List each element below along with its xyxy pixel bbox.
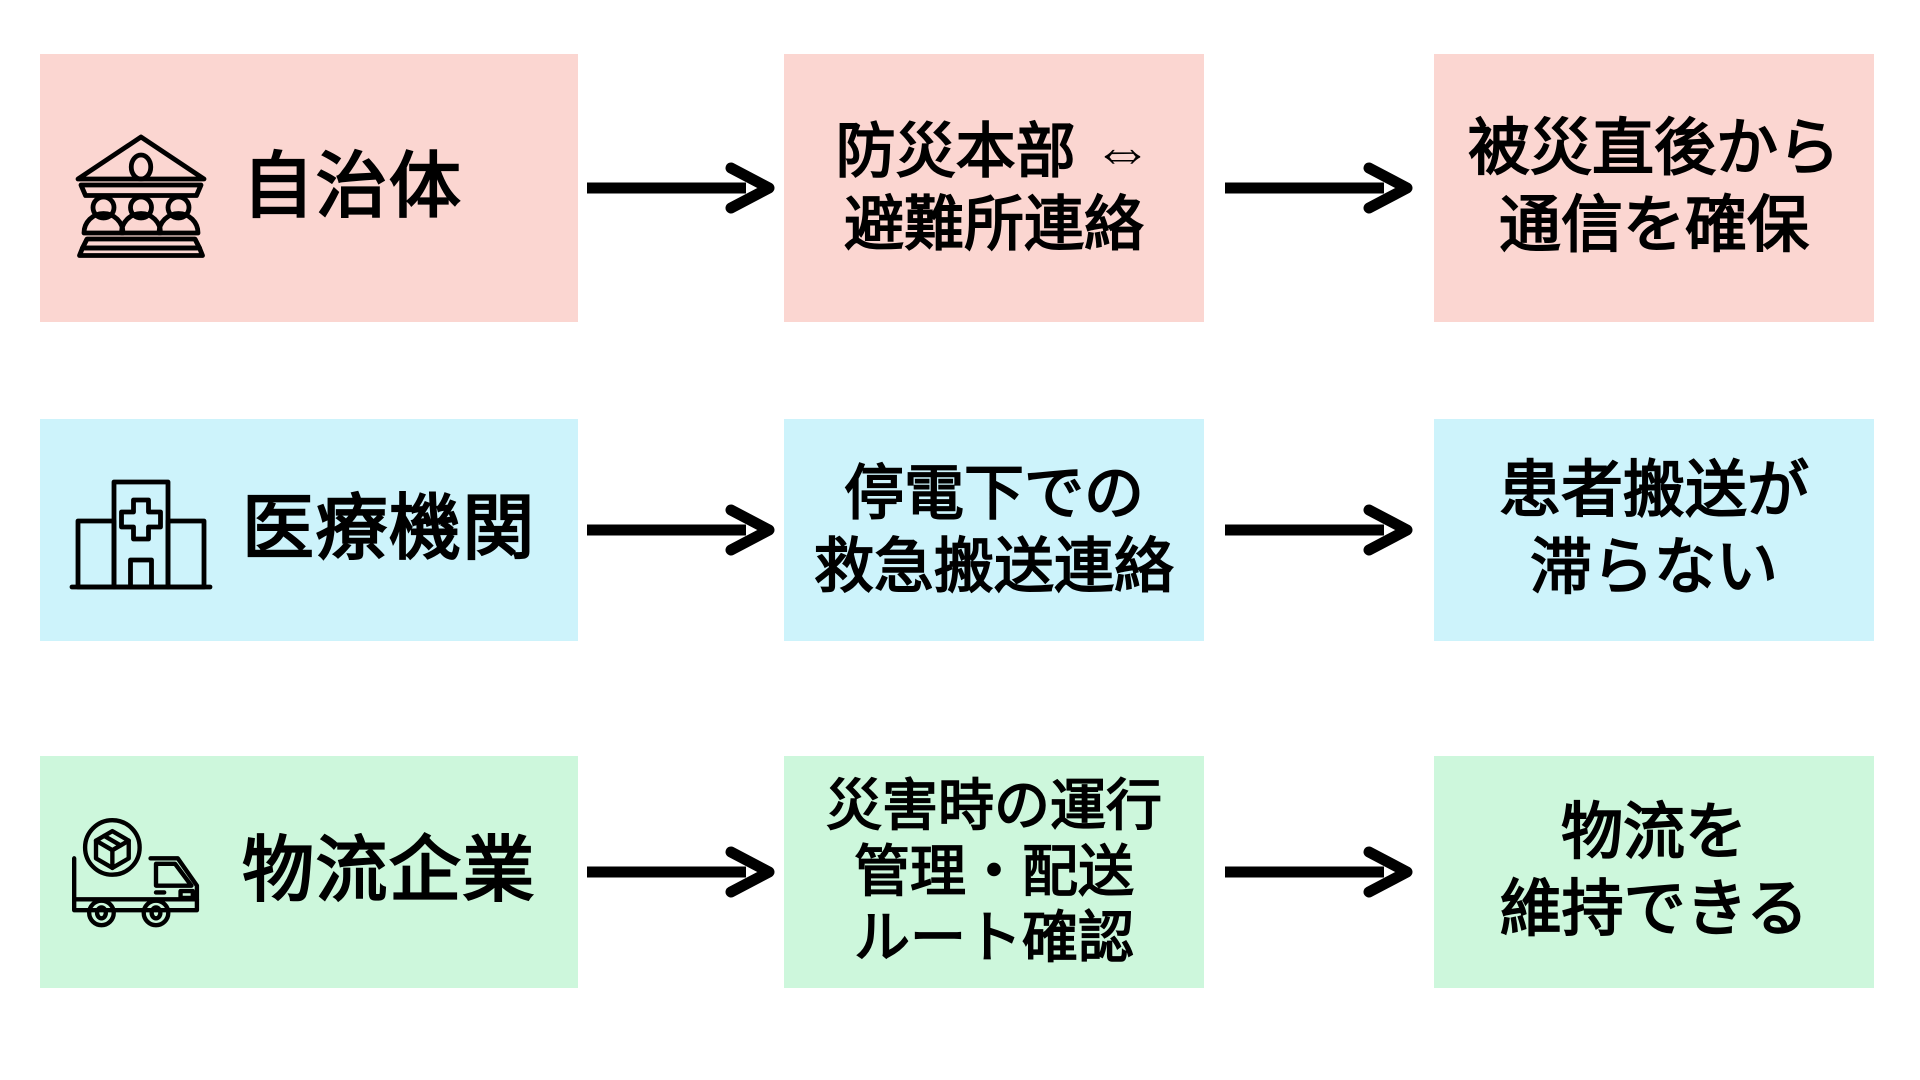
arrow-right-icon [587,846,775,898]
government-building-people-icon [75,134,207,258]
action-box-medical-institution[interactable]: 停電下での 救急搬送連絡 [784,419,1204,641]
action-line: 停電下での [844,459,1144,527]
action-line: 防災本部 ⇔ [835,117,1153,185]
flow-row-logistics-company: 物流企業 災害時の運行 管理・配送 ルート確認 物流を 維持できる [40,722,1880,1022]
actor-label: 物流企業 [242,831,536,912]
arrow-right-icon [587,162,775,214]
action-line: 救急搬送連絡 [814,533,1174,600]
outcome-line: 物流を [1560,798,1747,868]
action-line: 避難所連絡 [844,191,1144,258]
action-box-local-government[interactable]: 防災本部 ⇔ 避難所連絡 [784,54,1204,322]
action-line: ルート確認 [854,906,1134,970]
arrow-right-icon [1225,846,1413,898]
actor-box-medical-institution[interactable]: 医療機関 [40,419,578,641]
outcome-box-logistics-company[interactable]: 物流を 維持できる [1434,756,1874,988]
flow-row-medical-institution: 医療機関 停電下での 救急搬送連絡 患者搬送が 滞らない [40,380,1880,680]
outcome-line: 患者搬送が [1498,456,1809,526]
outcome-box-medical-institution[interactable]: 患者搬送が 滞らない [1434,419,1874,641]
action-line: 管理・配送 [854,839,1134,903]
flow-row-local-government: 自治体 防災本部 ⇔ 避難所連絡 被災直後から 通信を確保 [40,38,1880,338]
delivery-truck-package-icon [72,818,200,928]
outcome-box-local-government[interactable]: 被災直後から 通信を確保 [1434,54,1874,322]
hospital-icon [69,479,213,590]
actor-box-logistics-company[interactable]: 物流企業 [40,756,578,988]
action-box-logistics-company[interactable]: 災害時の運行 管理・配送 ルート確認 [784,756,1204,988]
actor-label: 医療機関 [242,489,536,570]
action-line: 災害時の運行 [826,773,1162,837]
actor-box-local-government[interactable]: 自治体 [40,54,578,322]
arrow-right-icon [1225,504,1413,556]
outcome-line: 通信を確保 [1498,191,1809,260]
outcome-line: 維持できる [1499,875,1809,944]
outcome-line: 被災直後から [1467,114,1840,184]
arrow-right-icon [587,504,775,556]
actor-label: 自治体 [242,147,463,228]
arrow-right-icon [1225,162,1413,214]
outcome-line: 滞らない [1529,533,1778,602]
